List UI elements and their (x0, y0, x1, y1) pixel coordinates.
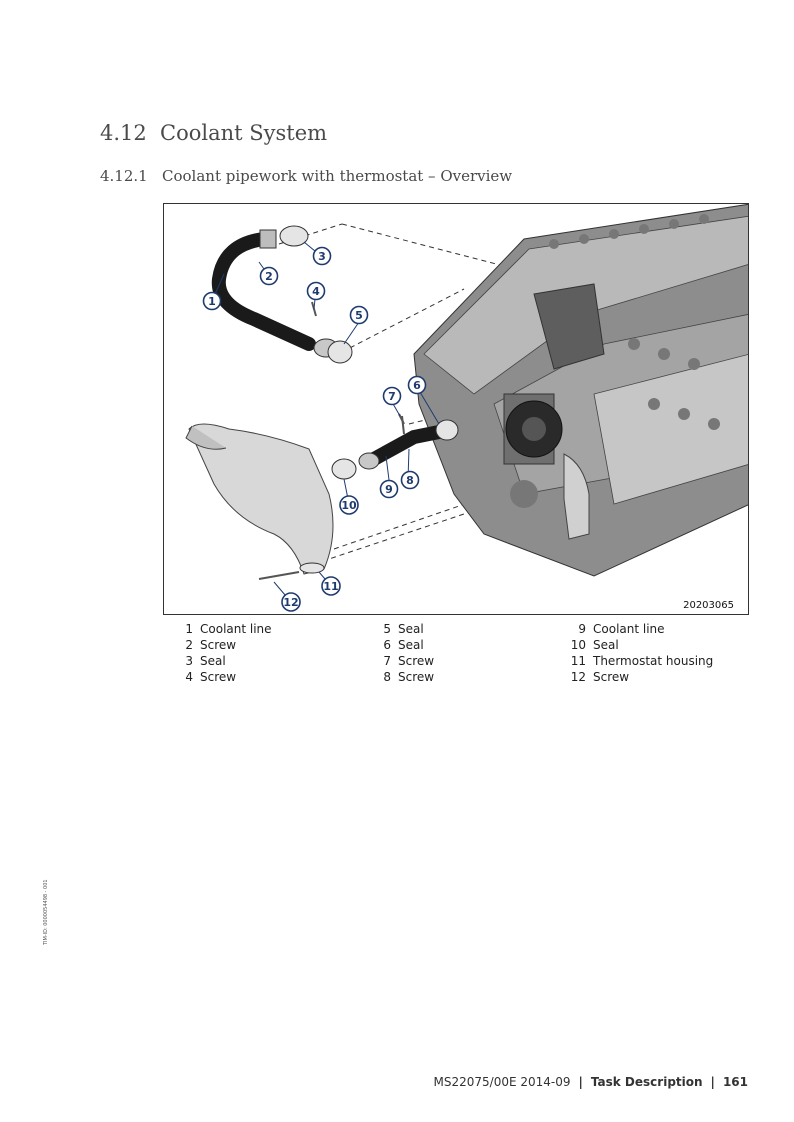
callout-12: 12 (281, 592, 301, 612)
callout-7: 7 (382, 386, 402, 406)
svg-text:6: 6 (413, 379, 421, 392)
svg-text:11: 11 (323, 580, 338, 593)
callout-9: 9 (379, 479, 399, 499)
svg-text:7: 7 (388, 390, 396, 403)
section-number: 4.12 (100, 121, 147, 145)
callout-10: 10 (339, 495, 359, 515)
section-title: Coolant System (160, 121, 328, 145)
engine-illustration: 1 2 3 4 5 6 7 8 9 10 11 12 (185, 204, 748, 612)
svg-text:3: 3 (318, 250, 326, 263)
coolant-line-1-shape (211, 225, 353, 364)
svg-text:4: 4 (312, 285, 320, 298)
page-number: 161 (722, 1075, 748, 1089)
thermostat-housing-shape (185, 423, 357, 580)
svg-text:9: 9 (385, 483, 393, 496)
callout-11: 11 (321, 576, 341, 596)
exploded-view-figure: 1 2 3 4 5 6 7 8 9 10 11 12 20203065 (163, 203, 749, 615)
subsection-title: Coolant pipework with thermostat – Overv… (162, 167, 513, 185)
callout-8: 8 (400, 470, 420, 490)
svg-text:2: 2 (265, 270, 273, 283)
subsection-heading: 4.12.1 Coolant pipework with thermostat –… (100, 167, 512, 185)
coolant-line-9-shape (358, 415, 459, 470)
svg-text:5: 5 (355, 309, 363, 322)
svg-text:10: 10 (341, 499, 357, 512)
callout-4: 4 (306, 281, 326, 301)
callout-2: 2 (259, 266, 279, 286)
footer-section: Task Description (590, 1075, 703, 1089)
footer-separator: | (578, 1075, 583, 1089)
svg-text:12: 12 (283, 596, 298, 609)
section-heading: 4.12 Coolant System (100, 121, 327, 145)
svg-text:8: 8 (406, 474, 414, 487)
figure-id: 20203065 (683, 600, 734, 611)
document-id-sidebar: TIM-ID: 0000054498 - 001 (43, 879, 49, 945)
footer-doc-id: MS22075/00E 2014-09 (433, 1075, 571, 1089)
subsection-number: 4.12.1 (100, 167, 148, 185)
footer-separator: | (710, 1075, 715, 1089)
callout-3: 3 (312, 246, 332, 266)
callout-5: 5 (349, 305, 369, 325)
callout-6: 6 (407, 375, 427, 395)
svg-text:1: 1 (208, 295, 216, 308)
engine-block-shape (413, 204, 748, 577)
callout-1: 1 (202, 291, 222, 311)
page-footer: MS22075/00E 2014-09 | Task Description | 161 (434, 1075, 749, 1089)
